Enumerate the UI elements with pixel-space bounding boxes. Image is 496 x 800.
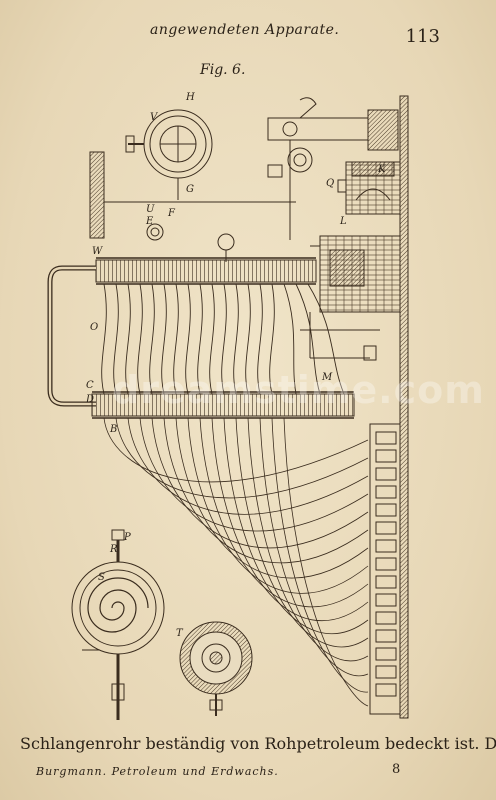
running-head: angewendeten Apparate. bbox=[150, 22, 340, 38]
label-k: K bbox=[377, 164, 386, 175]
discharge-tubes bbox=[103, 417, 369, 707]
wall-base bbox=[399, 95, 409, 719]
label-b: B bbox=[109, 424, 117, 435]
label-p: P bbox=[123, 532, 131, 543]
valve-disc-top bbox=[125, 109, 213, 179]
label-l: L bbox=[339, 216, 347, 227]
label-d: D bbox=[85, 394, 94, 405]
label-t: T bbox=[176, 628, 184, 639]
lower-coil bbox=[91, 393, 355, 417]
label-g: G bbox=[186, 184, 194, 195]
label-o: O bbox=[90, 322, 98, 333]
label-q: Q bbox=[326, 178, 334, 189]
label-f: F bbox=[167, 208, 176, 219]
label-s: S bbox=[98, 572, 105, 583]
footer-signature-line: Burgmann. Petroleum und Erdwachs. bbox=[36, 765, 279, 778]
sheet-signature-number: 8 bbox=[392, 762, 401, 777]
spiral-disc bbox=[71, 529, 165, 720]
chimney bbox=[367, 109, 399, 151]
label-e: E bbox=[145, 216, 154, 227]
page-number: 113 bbox=[405, 26, 440, 47]
label-u: U bbox=[146, 204, 155, 215]
label-v: V bbox=[150, 112, 159, 123]
watermark: dreamstime.com bbox=[112, 368, 485, 412]
label-h: H bbox=[185, 92, 195, 103]
upper-coil bbox=[95, 259, 317, 283]
label-r: R bbox=[109, 544, 118, 555]
label-c: C bbox=[86, 380, 94, 391]
body-text-line: Schlangenrohr beständig von Rohpetroleum… bbox=[20, 734, 496, 753]
label-m: M bbox=[321, 372, 333, 383]
support-post bbox=[89, 151, 105, 239]
connecting-tubes bbox=[101, 283, 345, 395]
cross-section-disc bbox=[179, 621, 253, 716]
figure-caption: Fig. 6. bbox=[200, 62, 246, 78]
receiver-column bbox=[369, 423, 401, 715]
label-w: W bbox=[92, 246, 103, 257]
